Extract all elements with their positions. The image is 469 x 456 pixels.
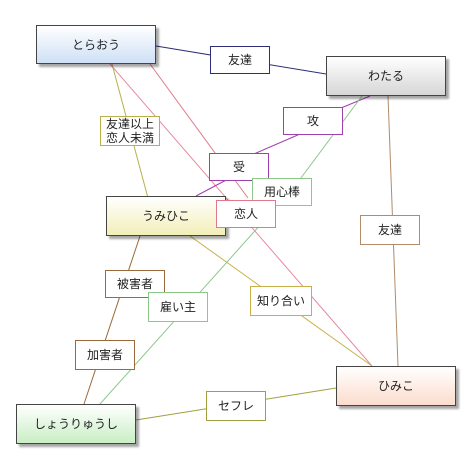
label-acquaintance: 知り合い bbox=[250, 286, 312, 316]
label-sefure: セフレ bbox=[206, 391, 266, 421]
label-seme: 攻 bbox=[283, 107, 343, 135]
node-himiko: ひみこ bbox=[336, 366, 456, 406]
label-attacker: 加害者 bbox=[75, 340, 135, 370]
node-toraou: とらおう bbox=[36, 25, 156, 64]
label-uke: 受 bbox=[209, 153, 269, 181]
label-friend-top: 友達 bbox=[210, 46, 270, 74]
label-more-than-friends: 友達以上 恋人未満 bbox=[100, 116, 160, 146]
edge-wataru-yojinbo bbox=[291, 95, 363, 191]
edge-umihiko-shouryuushi bbox=[83, 235, 141, 405]
edge-uke-umihiko bbox=[195, 177, 231, 197]
node-umihiko: うみひこ bbox=[106, 196, 226, 236]
label-employer: 雇い主 bbox=[148, 292, 208, 322]
label-lover: 恋人 bbox=[216, 200, 276, 228]
label-friend-right: 友達 bbox=[360, 215, 420, 245]
node-shouryuushi: しょうりゅうし bbox=[16, 404, 136, 444]
label-line-1: 友達以上 bbox=[105, 117, 154, 131]
label-line-2: 恋人未満 bbox=[105, 131, 154, 145]
node-wataru: わたる bbox=[326, 56, 446, 96]
